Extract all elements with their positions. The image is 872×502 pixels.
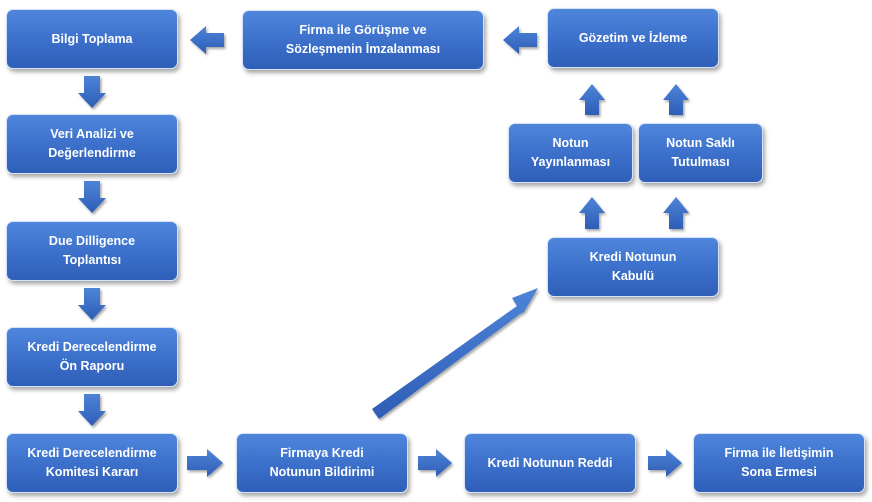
arrow-right-1 xyxy=(187,449,223,477)
node-on-rapor: Kredi Derecelendirme Ön Raporu xyxy=(6,327,178,387)
arrow-up-4 xyxy=(663,197,689,229)
arrow-diagonal xyxy=(372,288,538,419)
arrow-up-2 xyxy=(663,84,689,115)
arrow-down-2 xyxy=(78,181,106,213)
node-iletisim-sona: Firma ile İletişimin Sona Ermesi xyxy=(693,433,865,493)
arrow-up-1 xyxy=(579,84,605,115)
arrow-left-1 xyxy=(190,26,224,54)
node-bilgi-toplama: Bilgi Toplama xyxy=(6,9,178,69)
node-komite-karari: Kredi Derecelendirme Komitesi Kararı xyxy=(6,433,178,493)
node-notun-reddi: Kredi Notunun Reddi xyxy=(464,433,636,493)
node-firma-gorusme: Firma ile Görüşme ve Sözleşmenin İmzalan… xyxy=(242,10,484,70)
node-kredi-notu-kabulu: Kredi Notunun Kabulü xyxy=(547,237,719,297)
arrow-right-3 xyxy=(648,449,682,477)
node-due-dilligence: Due Dilligence Toplantısı xyxy=(6,221,178,281)
node-veri-analizi: Veri Analizi ve Değerlendirme xyxy=(6,114,178,174)
node-not-bildirimi: Firmaya Kredi Notunun Bildirimi xyxy=(236,433,408,493)
arrow-right-2 xyxy=(418,449,452,477)
arrow-up-3 xyxy=(579,197,605,229)
node-gozetim-izleme: Gözetim ve İzleme xyxy=(547,8,719,68)
node-notun-sakli: Notun Saklı Tutulması xyxy=(638,123,763,183)
arrow-down-3 xyxy=(78,288,106,320)
arrow-down-1 xyxy=(78,76,106,108)
node-notun-yayinlanmasi: Notun Yayınlanması xyxy=(508,123,633,183)
arrow-down-4 xyxy=(78,394,106,426)
arrow-left-2 xyxy=(503,26,537,54)
